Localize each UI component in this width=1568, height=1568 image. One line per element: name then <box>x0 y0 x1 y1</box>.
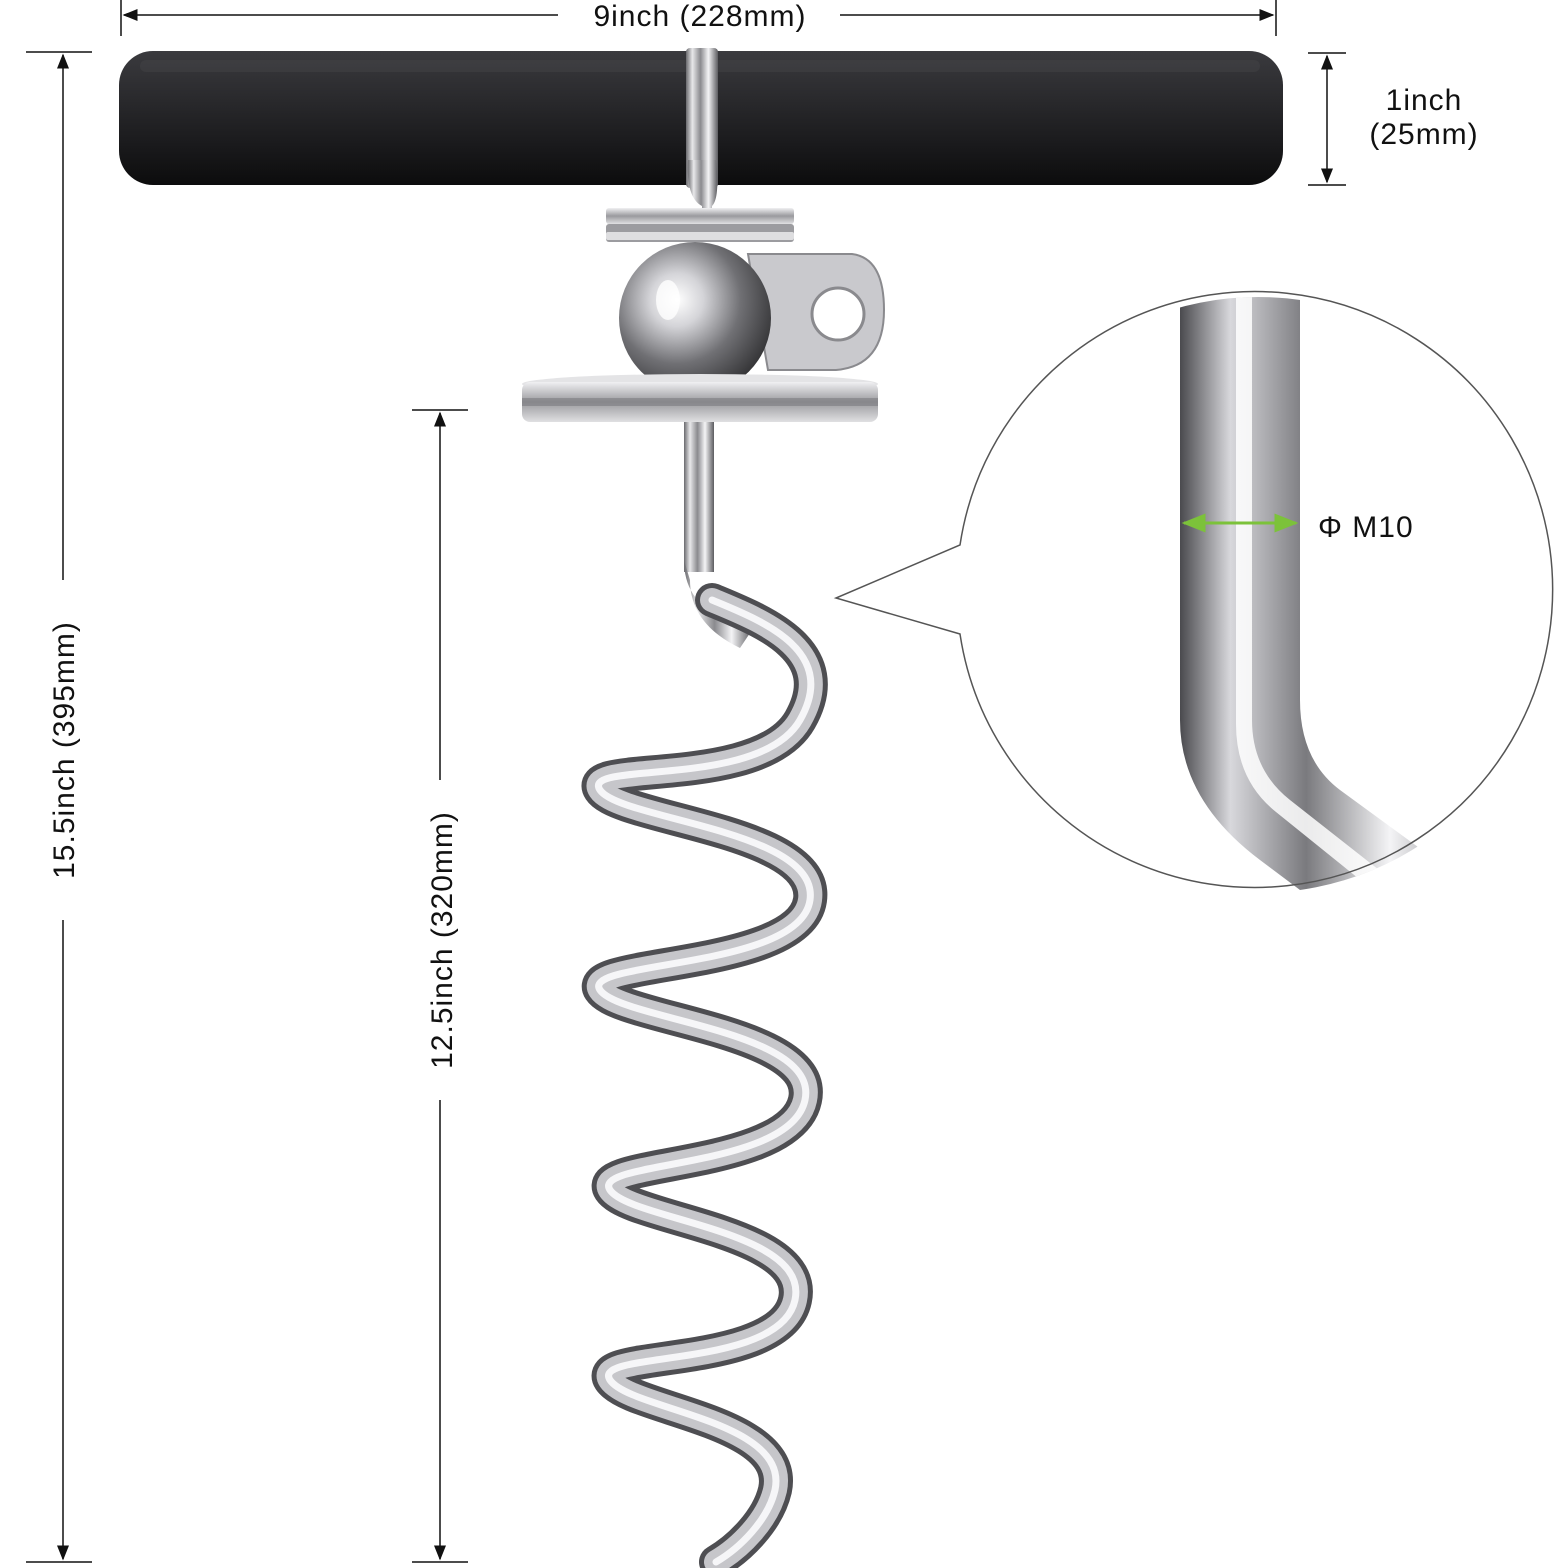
ball-joint <box>619 242 886 394</box>
spiral-auger <box>581 583 828 1568</box>
spiral-length-label: 12.5inch (320mm) <box>426 811 459 1069</box>
total-length-dimension: 15.5inch (395mm) <box>26 51 92 1563</box>
handle-clamp-band <box>686 48 718 214</box>
rod-diameter-label: Φ M10 <box>1318 511 1414 544</box>
handle-diameter-dimension: 1inch (25mm) <box>1308 52 1478 186</box>
handle-diameter-label-line2: (25mm) <box>1369 118 1478 151</box>
spiral-length-dimension: 12.5inch (320mm) <box>412 409 468 1563</box>
handle-diameter-label-line1: 1inch <box>1386 84 1463 117</box>
total-length-label: 15.5inch (395mm) <box>48 621 81 879</box>
base-disc <box>522 374 878 422</box>
width-dimension: 9inch (228mm) <box>120 0 1277 36</box>
upper-swivel-disc <box>606 208 794 242</box>
zoomed-rod-detail <box>960 297 1556 893</box>
width-label: 9inch (228mm) <box>593 0 806 33</box>
zoom-callout: Φ M10 <box>833 290 1556 893</box>
